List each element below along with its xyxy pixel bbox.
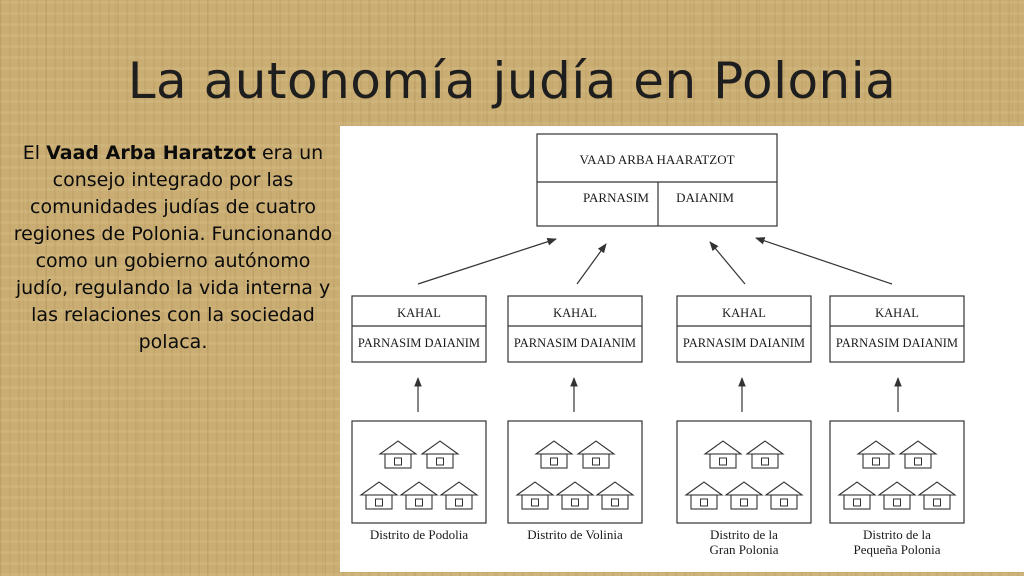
district-4-label-line2: Pequeña Polonia (853, 542, 940, 557)
kahal-box-3: KAHAL PARNASIM DAIANIM (676, 295, 812, 363)
house-icon (439, 481, 479, 510)
body-rest: era un consejo integrado por las comunid… (13, 142, 333, 353)
arrow-kahal-3-to-council (709, 241, 746, 285)
kahal-title: KAHAL (722, 306, 766, 320)
kahal-box-frame (507, 295, 643, 363)
body-bold-term: Vaad Arba Haratzot (46, 142, 256, 164)
house-icon (555, 481, 595, 510)
council-box-frame (536, 133, 778, 227)
district-2-label: Distrito de Volinia (527, 527, 623, 542)
kahal-title: KAHAL (553, 306, 597, 320)
house-icon (359, 481, 399, 510)
body-prefix: El (22, 142, 47, 164)
house-icon (534, 440, 574, 469)
hierarchy-diagram: VAAD ARBA HAARATZOT PARNASIM DAIANIM KAH… (340, 126, 1024, 572)
council-box: VAAD ARBA HAARATZOT PARNASIM DAIANIM (536, 133, 778, 227)
district-3-label-line2: Gran Polonia (710, 542, 779, 557)
district-1-label: Distrito de Podolia (370, 527, 468, 542)
house-icon (764, 481, 804, 510)
kahal-box-frame (676, 295, 812, 363)
district-4-label-line1: Distrito de la (863, 527, 931, 542)
house-icon (856, 440, 896, 469)
district-3-label-line1: Distrito de la (710, 527, 778, 542)
house-icon (877, 481, 917, 510)
kahal-title: KAHAL (875, 306, 919, 320)
kahal-box-4: KAHAL PARNASIM DAIANIM (829, 295, 965, 363)
house-icon (595, 481, 635, 510)
kahal-officials: PARNASIM DAIANIM (683, 336, 805, 350)
kahal-box-1: KAHAL PARNASIM DAIANIM (351, 295, 487, 363)
house-icon (898, 440, 938, 469)
kahal-officials: PARNASIM DAIANIM (358, 336, 480, 350)
kahal-box-frame (829, 295, 965, 363)
house-icon (917, 481, 957, 510)
house-icon (378, 440, 418, 469)
arrow-kahal-1-to-council (417, 238, 557, 285)
house-icon (420, 440, 460, 469)
council-daianim: DAIANIM (676, 190, 734, 205)
slide-title: La autonomía judía en Polonia (127, 52, 897, 110)
house-icon (684, 481, 724, 510)
council-title: VAAD ARBA HAARATZOT (579, 152, 734, 167)
house-icon (703, 440, 743, 469)
house-icon (745, 440, 785, 469)
house-icon (399, 481, 439, 510)
house-icon (837, 481, 877, 510)
house-icon (576, 440, 616, 469)
diagram-canvas: VAAD ARBA HAARATZOT PARNASIM DAIANIM KAH… (351, 133, 965, 557)
kahal-title: KAHAL (397, 306, 441, 320)
house-icon (515, 481, 555, 510)
kahal-officials: PARNASIM DAIANIM (836, 336, 958, 350)
district-houses (359, 440, 957, 510)
body-paragraph: El Vaad Arba Haratzot era un consejo int… (10, 140, 336, 356)
arrow-kahal-4-to-council (755, 237, 893, 285)
kahal-box-2: KAHAL PARNASIM DAIANIM (507, 295, 643, 363)
kahal-officials: PARNASIM DAIANIM (514, 336, 636, 350)
council-parnasim: PARNASIM (583, 190, 649, 205)
house-icon (724, 481, 764, 510)
kahal-box-frame (351, 295, 487, 363)
arrow-kahal-2-to-council (576, 243, 607, 285)
